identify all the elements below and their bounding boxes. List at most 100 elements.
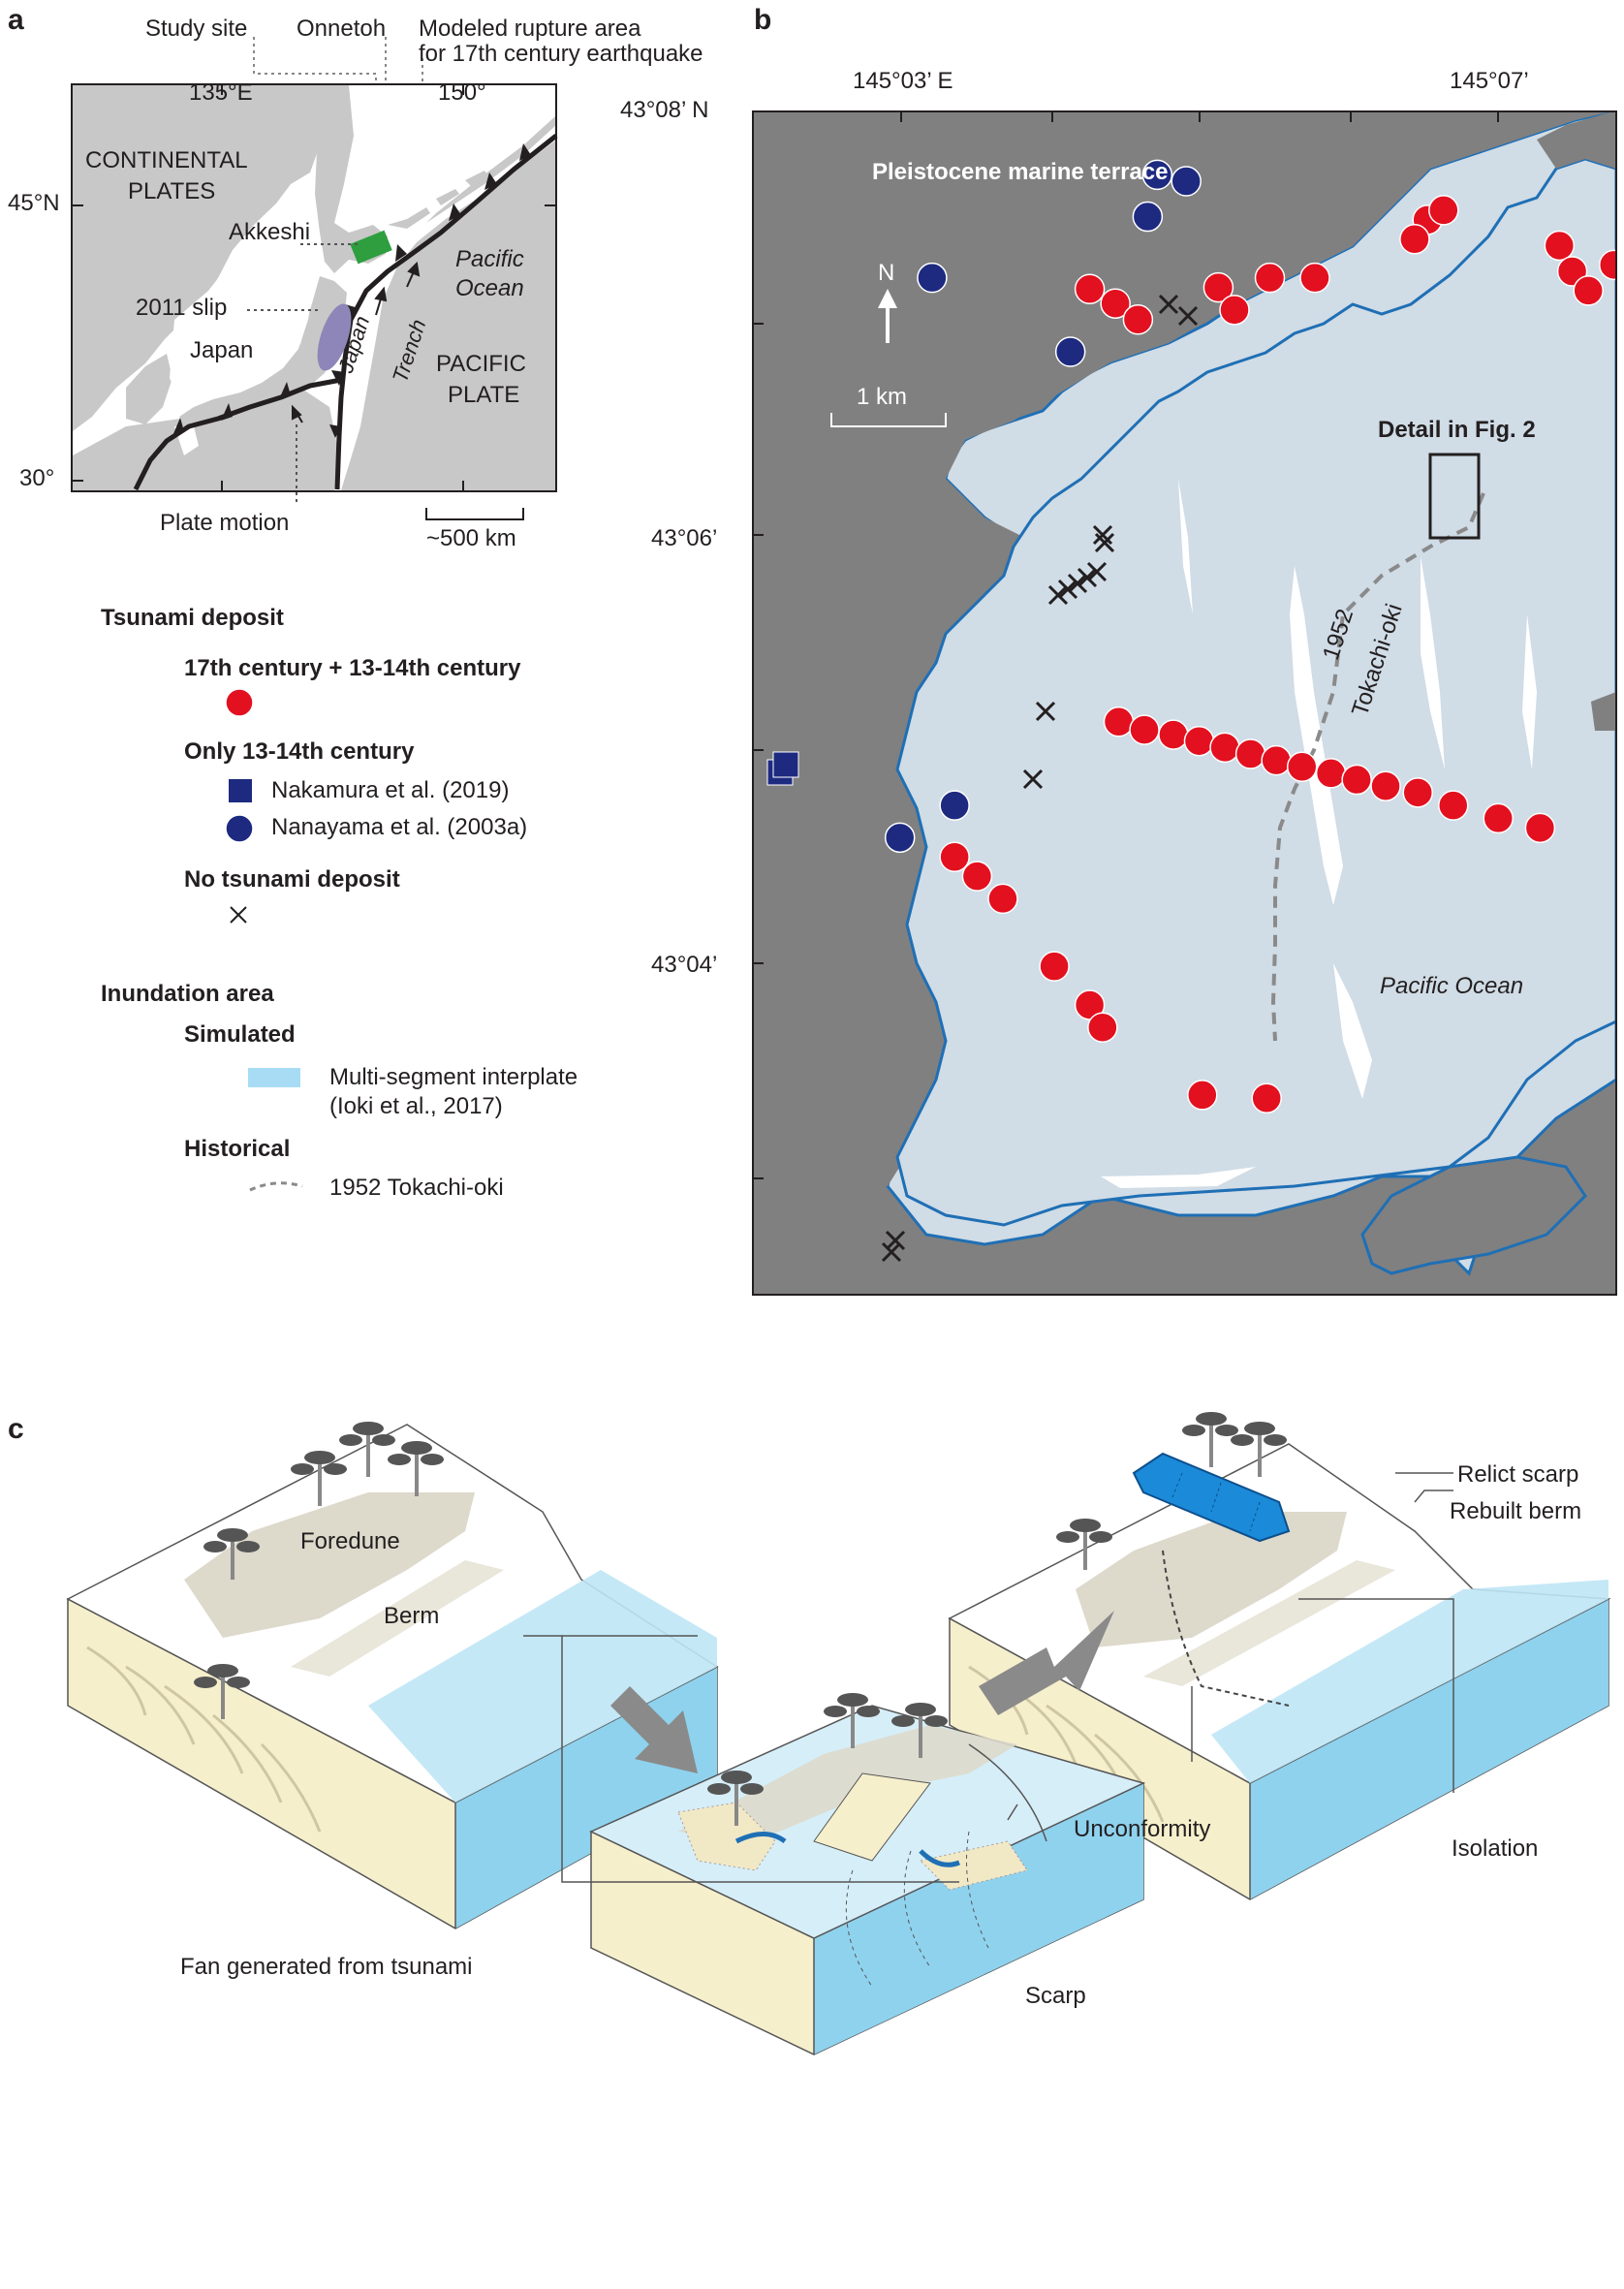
sample-red-circle (1428, 195, 1459, 226)
legend-no-deposit: No tsunami deposit (184, 866, 400, 893)
legend-simulated: Simulated (184, 1021, 296, 1048)
sample-cross (1086, 561, 1108, 582)
sample-red-circle (1438, 790, 1469, 821)
sample-red-circle (1341, 764, 1372, 796)
sample-red-circle (1261, 744, 1292, 776)
sample-red-circle (1524, 812, 1556, 844)
lon-tick-150: 150° (438, 79, 486, 106)
b-lat-tick-0304: 43°04’ (651, 952, 718, 978)
sample-cross (1035, 701, 1056, 722)
legend-multi-segment: Multi-segment interplate (329, 1064, 578, 1090)
sample-red-circle (1573, 275, 1604, 306)
sample-cross (1077, 567, 1098, 588)
sample-red-circle (1103, 706, 1135, 737)
sample-red-circle (1158, 719, 1189, 750)
sample-cross (885, 1230, 906, 1251)
block-after (948, 1443, 1611, 1900)
sample-red-circle (987, 883, 1018, 915)
label-plate-motion: Plate motion (160, 510, 290, 536)
north-label: N (878, 260, 895, 286)
label-berm: Berm (384, 1603, 440, 1629)
b-lon-tick-0303: 145°03’ E (853, 68, 953, 94)
sample-red-circle (1402, 777, 1433, 808)
sample-navy-square (772, 751, 799, 778)
label-pacific-ocean-b: Pacific Ocean (1380, 973, 1524, 999)
block-tsunami (589, 1705, 1146, 2055)
label-akkeshi: Akkeshi (229, 219, 311, 245)
legend-ioki: (Ioki et al., 2017) (329, 1093, 503, 1119)
sample-cross (1092, 524, 1113, 546)
lon-tick-135: 135°E (189, 79, 253, 106)
legend-navy-circle-icon (225, 814, 254, 843)
sample-red-circle (1183, 725, 1215, 757)
label-pacific-ocean-1: Pacific (455, 246, 524, 272)
label-pacific-plate-2: PLATE (448, 382, 520, 408)
sample-red-circle (1187, 1080, 1218, 1111)
sample-navy-circle (1054, 336, 1086, 367)
label-isolation: Isolation (1452, 1835, 1539, 1862)
legend-inundation: Inundation area (101, 981, 274, 1007)
label-plates: PLATES (128, 178, 216, 204)
trees-after (1056, 1412, 1287, 1570)
callout-rupture-line2: for 17th century earthquake (419, 41, 703, 67)
label-rebuilt-berm: Rebuilt berm (1450, 1498, 1582, 1524)
sample-red-circle (1219, 295, 1250, 326)
sample-red-circle (961, 861, 993, 892)
sample-navy-circle (917, 262, 948, 294)
label-scarp: Scarp (1025, 1983, 1086, 2009)
trees-before (194, 1422, 444, 1719)
sample-cross (1047, 584, 1069, 606)
sample-navy-circle (939, 790, 970, 821)
sample-red-circle (1399, 224, 1430, 255)
legend-nanayama: Nanayama et al. (2003a) (271, 814, 528, 840)
label-2011-slip: 2011 slip (136, 295, 228, 321)
b-lat-tick-0306: 43°06’ (651, 525, 718, 551)
panel-c-diagram (66, 1412, 1611, 2055)
process-arrows (610, 1611, 1114, 1773)
label-detail-fig2: Detail in Fig. 2 (1378, 417, 1536, 443)
sample-red-circle (1544, 230, 1576, 262)
label-relict-scarp: Relict scarp (1457, 1461, 1579, 1488)
legend-navy-square-icon (229, 779, 252, 802)
callout-onnetoh: Onnetoh (297, 16, 387, 42)
callout-rupture-line1: Modeled rupture area (419, 16, 641, 42)
sample-red-circle (1251, 1082, 1282, 1113)
sample-red-circle (1129, 714, 1160, 745)
sample-cross (1158, 294, 1179, 315)
sample-red-circle (1209, 732, 1240, 764)
legend-nakamura: Nakamura et al. (2019) (271, 777, 510, 803)
b-lon-tick-0307: 145°07’ (1450, 68, 1529, 94)
sample-red-circle (1254, 262, 1286, 294)
panel-label-a: a (8, 4, 24, 36)
sample-red-circle (1074, 273, 1106, 305)
legend-only-13-14: Only 13-14th century (184, 738, 415, 765)
sample-red-circle (1122, 304, 1154, 335)
label-pacific-plate-1: PACIFIC (436, 351, 526, 377)
legend-cross-icon (230, 906, 247, 924)
legend-tsunami-deposit: Tsunami deposit (101, 605, 284, 631)
callout-study-site: Study site (145, 16, 248, 42)
sample-red-circle (1315, 758, 1347, 789)
legend-tokachi: 1952 Tokachi-oki (329, 1175, 504, 1201)
legend-red-circle-icon (225, 688, 254, 717)
sample-red-circle (1202, 271, 1234, 303)
sample-red-circle (1599, 249, 1616, 281)
sample-cross (881, 1241, 902, 1263)
sample-navy-circle (1171, 166, 1202, 197)
label-foredune: Foredune (300, 1528, 400, 1554)
label-pacific-ocean-2: Ocean (455, 275, 524, 301)
label-unconformity: Unconformity (1074, 1816, 1211, 1842)
sample-cross (1057, 579, 1078, 600)
trees-tsunami (707, 1693, 948, 1826)
scale-500km: ~500 km (426, 525, 516, 551)
legend-both-centuries: 17th century + 13-14th century (184, 655, 521, 681)
sample-red-circle (1234, 738, 1266, 769)
label-continental: CONTINENTAL (85, 147, 248, 173)
legend-tokachi-line (249, 1181, 303, 1192)
sample-red-circle (1299, 262, 1330, 294)
sample-navy-circle (1132, 201, 1164, 233)
b-lat-tick-0308: 43°08’ N (620, 97, 709, 123)
label-pleistocene-terrace: Pleistocene marine terrace (872, 159, 1169, 185)
lat-tick-30: 30° (19, 465, 55, 491)
sample-red-circle (1483, 802, 1514, 834)
